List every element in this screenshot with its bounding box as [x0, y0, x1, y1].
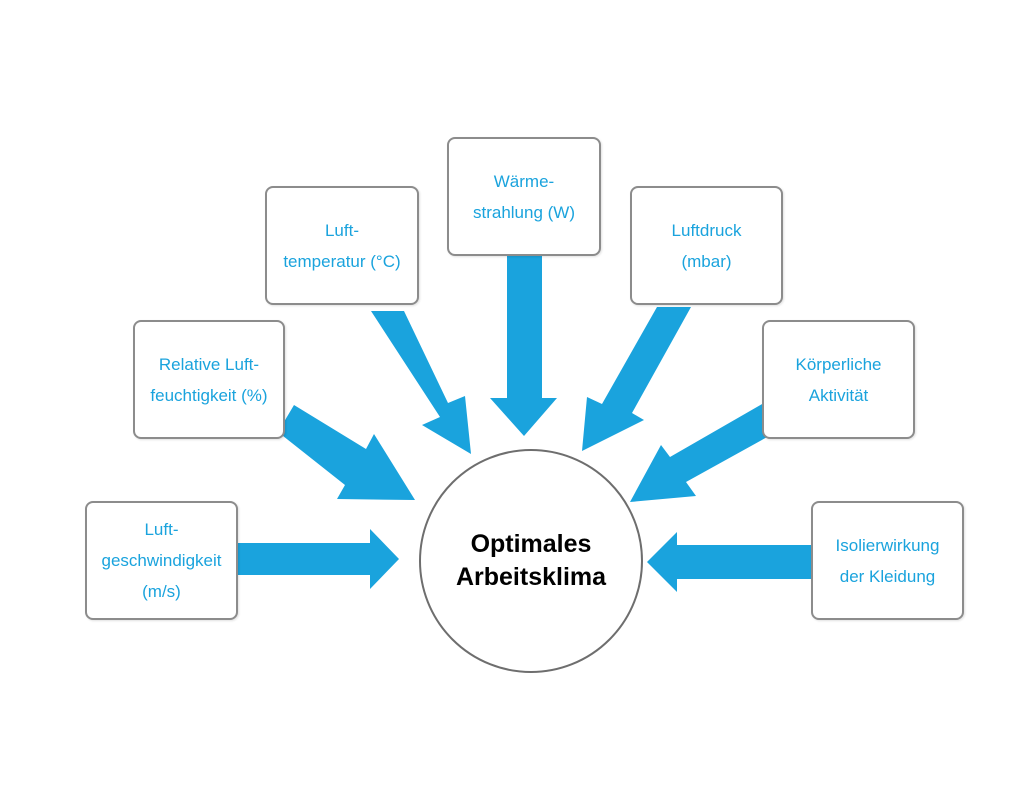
center-label: Optimales Arbeitsklima [455, 530, 607, 591]
factor-box-isolierwirkung: Isolierwirkung der Kleidung [811, 501, 964, 620]
arrow-waermestrahlung [490, 256, 557, 436]
factor-label: Wärme- strahlung (W) [472, 171, 576, 222]
factor-box-luftdruck: Luftdruck (mbar) [630, 186, 783, 305]
arrow-isolierwirkung [647, 532, 811, 592]
factor-label: Körperliche Aktivität [795, 354, 882, 405]
factor-label: Luft- temperatur (°C) [283, 220, 401, 271]
factor-label: Isolierwirkung der Kleidung [835, 535, 940, 586]
factor-box-koerperliche-aktivitaet: Körperliche Aktivität [762, 320, 915, 439]
factor-label: Luftdruck (mbar) [671, 220, 742, 271]
factor-label: Luft- geschwindigkeit (m/s) [101, 520, 222, 601]
arrow-koerperliche-aktivitaet [630, 400, 769, 502]
factor-label: Relative Luft- feuchtigkeit (%) [150, 354, 268, 405]
arrow-luftgeschwindigkeit [238, 529, 399, 589]
factor-box-luftfeuchtigkeit: Relative Luft- feuchtigkeit (%) [133, 320, 285, 439]
arrow-luftfeuchtigkeit [278, 405, 415, 500]
arrow-lufttemperatur [371, 311, 471, 454]
factor-box-lufttemperatur: Luft- temperatur (°C) [265, 186, 419, 305]
arrow-luftdruck [582, 307, 691, 451]
factor-box-luftgeschwindigkeit: Luft- geschwindigkeit (m/s) [85, 501, 238, 620]
center-circle: Optimales Arbeitsklima [419, 449, 643, 673]
factor-box-waermestrahlung: Wärme- strahlung (W) [447, 137, 601, 256]
